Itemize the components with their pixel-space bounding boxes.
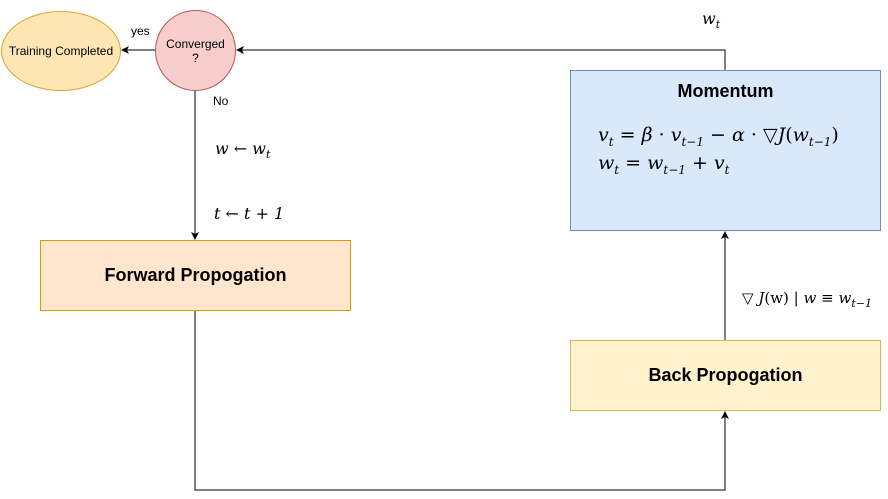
- converged-question-mark: ?: [192, 50, 199, 65]
- no-edge-label: No: [213, 94, 229, 108]
- assign-weight-label: w ← wt: [215, 139, 271, 162]
- back-propagation-node[interactable]: Back Propogation: [570, 340, 881, 411]
- forward-propagation-label: Forward Propogation: [104, 265, 287, 285]
- velocity-update-equation: vt = β · vt−1 − α · ▽J(wt−1): [598, 124, 839, 149]
- wt-edge-label: wt: [702, 9, 721, 32]
- training-completed-node[interactable]: Training Completed: [1, 11, 121, 91]
- edge-momentum-to-converged: [236, 46, 726, 70]
- converged-decision-node[interactable]: Converged ?: [155, 10, 236, 91]
- converged-label: Converged: [166, 36, 225, 51]
- training-completed-label: Training Completed: [8, 44, 114, 58]
- weight-update-equation: wt = wt−1 + vt: [598, 152, 730, 177]
- increment-step-label: t ← t + 1: [214, 204, 285, 223]
- yes-edge-label: yes: [131, 24, 150, 38]
- gradient-edge-label: ▽ J(w) | w ≡ wt−1: [742, 289, 872, 310]
- edge-forward-to-back: [194, 311, 729, 491]
- back-propagation-label: Back Propogation: [648, 365, 803, 385]
- momentum-node[interactable]: Momentum vt = β · vt−1 − α · ▽J(wt−1) wt…: [570, 70, 881, 231]
- momentum-title: Momentum: [677, 81, 774, 101]
- forward-propagation-node[interactable]: Forward Propogation: [40, 240, 351, 311]
